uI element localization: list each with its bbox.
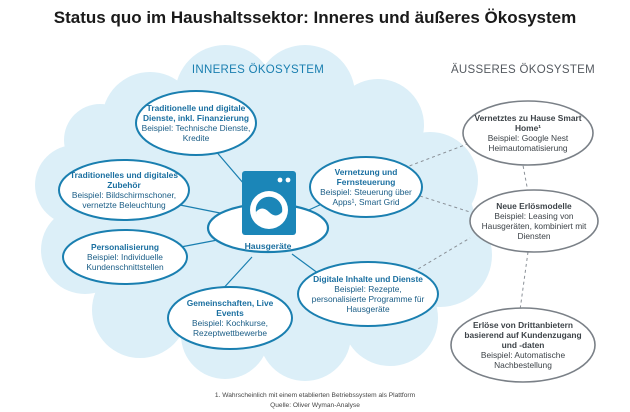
node-title: Gemeinschaften, Live Events (186, 298, 274, 318)
node-detail: Beispiel: Google Nest Heimautomatisierun… (487, 133, 569, 153)
node-detail: Beispiel: Rezepte, personalisierte Progr… (311, 284, 425, 314)
node-title: Personalisierung (91, 242, 159, 252)
node-detail: Beispiel: Technische Dienste, Kredite (141, 123, 251, 143)
outer-connector-lines (403, 139, 529, 311)
outer-node-revenue-models: Neue Erlösmodelle Beispiel: Leasing von … (478, 194, 590, 248)
washing-machine-icon (242, 171, 296, 235)
page-title: Status quo im Haushaltssektor: Inneres u… (53, 8, 577, 27)
footnote: 1. Wahrscheinlich mit einem etablierten … (214, 392, 416, 399)
node-title: Digitale Inhalte und Dienste (313, 274, 423, 284)
inner-node-accessories: Traditionelles und digitales Zubehör Bei… (62, 163, 186, 217)
node-title: Vernetztes zu Hause Smart Home¹ (474, 113, 582, 133)
node-title: Traditionelles und digitales Zubehör (70, 170, 178, 190)
inner-node-communities: Gemeinschaften, Live Events Beispiel: Ko… (176, 290, 284, 346)
outer-ecosystem-heading: ÄUSSERES ÖKOSYSTEM (450, 64, 596, 76)
node-detail: Beispiel: Leasing von Hausgeräten, kombi… (481, 211, 587, 241)
source-note: Quelle: Oliver Wyman-Analyse (270, 402, 360, 409)
inner-node-shapes (58, 90, 439, 350)
inner-node-digital-content: Digitale Inhalte und Dienste Beispiel: R… (306, 266, 430, 322)
outer-node-shapes (450, 100, 599, 383)
node-detail: Beispiel: Automatische Nachbestellung (480, 350, 566, 370)
node-title: Vernetzung und Fernsteuerung (334, 167, 398, 187)
node-title: Neue Erlösmodelle (496, 201, 572, 211)
outer-node-third-party-revenue: Erlöse von Drittanbietern basierend auf … (462, 312, 584, 378)
outer-node-smart-home: Vernetztes zu Hause Smart Home¹ Beispiel… (472, 105, 584, 161)
inner-node-personalization: Personalisierung Beispiel: Individuelle … (68, 232, 182, 282)
inner-node-services: Traditionelle und digitale Dienste, inkl… (140, 95, 252, 151)
hub-label: Hausgeräte (244, 241, 292, 251)
node-detail: Beispiel: Kochkurse, Rezeptwettbewerbe (192, 318, 268, 338)
inner-node-connectivity: Vernetzung und Fernsteuerung Beispiel: S… (316, 160, 416, 214)
inner-ecosystem-heading: INNERES ÖKOSYSTEM (191, 64, 325, 76)
node-title: Erlöse von Drittanbietern basierend auf … (464, 320, 582, 350)
node-detail: Beispiel: Steuerung über Apps¹, Smart Gr… (320, 187, 412, 207)
node-title: Traditionelle und digitale Dienste, inkl… (142, 103, 250, 123)
node-detail: Beispiel: Bildschirmschoner, vernetzte B… (71, 190, 177, 210)
node-detail: Beispiel: Individuelle Kundenschnittstel… (86, 252, 164, 272)
